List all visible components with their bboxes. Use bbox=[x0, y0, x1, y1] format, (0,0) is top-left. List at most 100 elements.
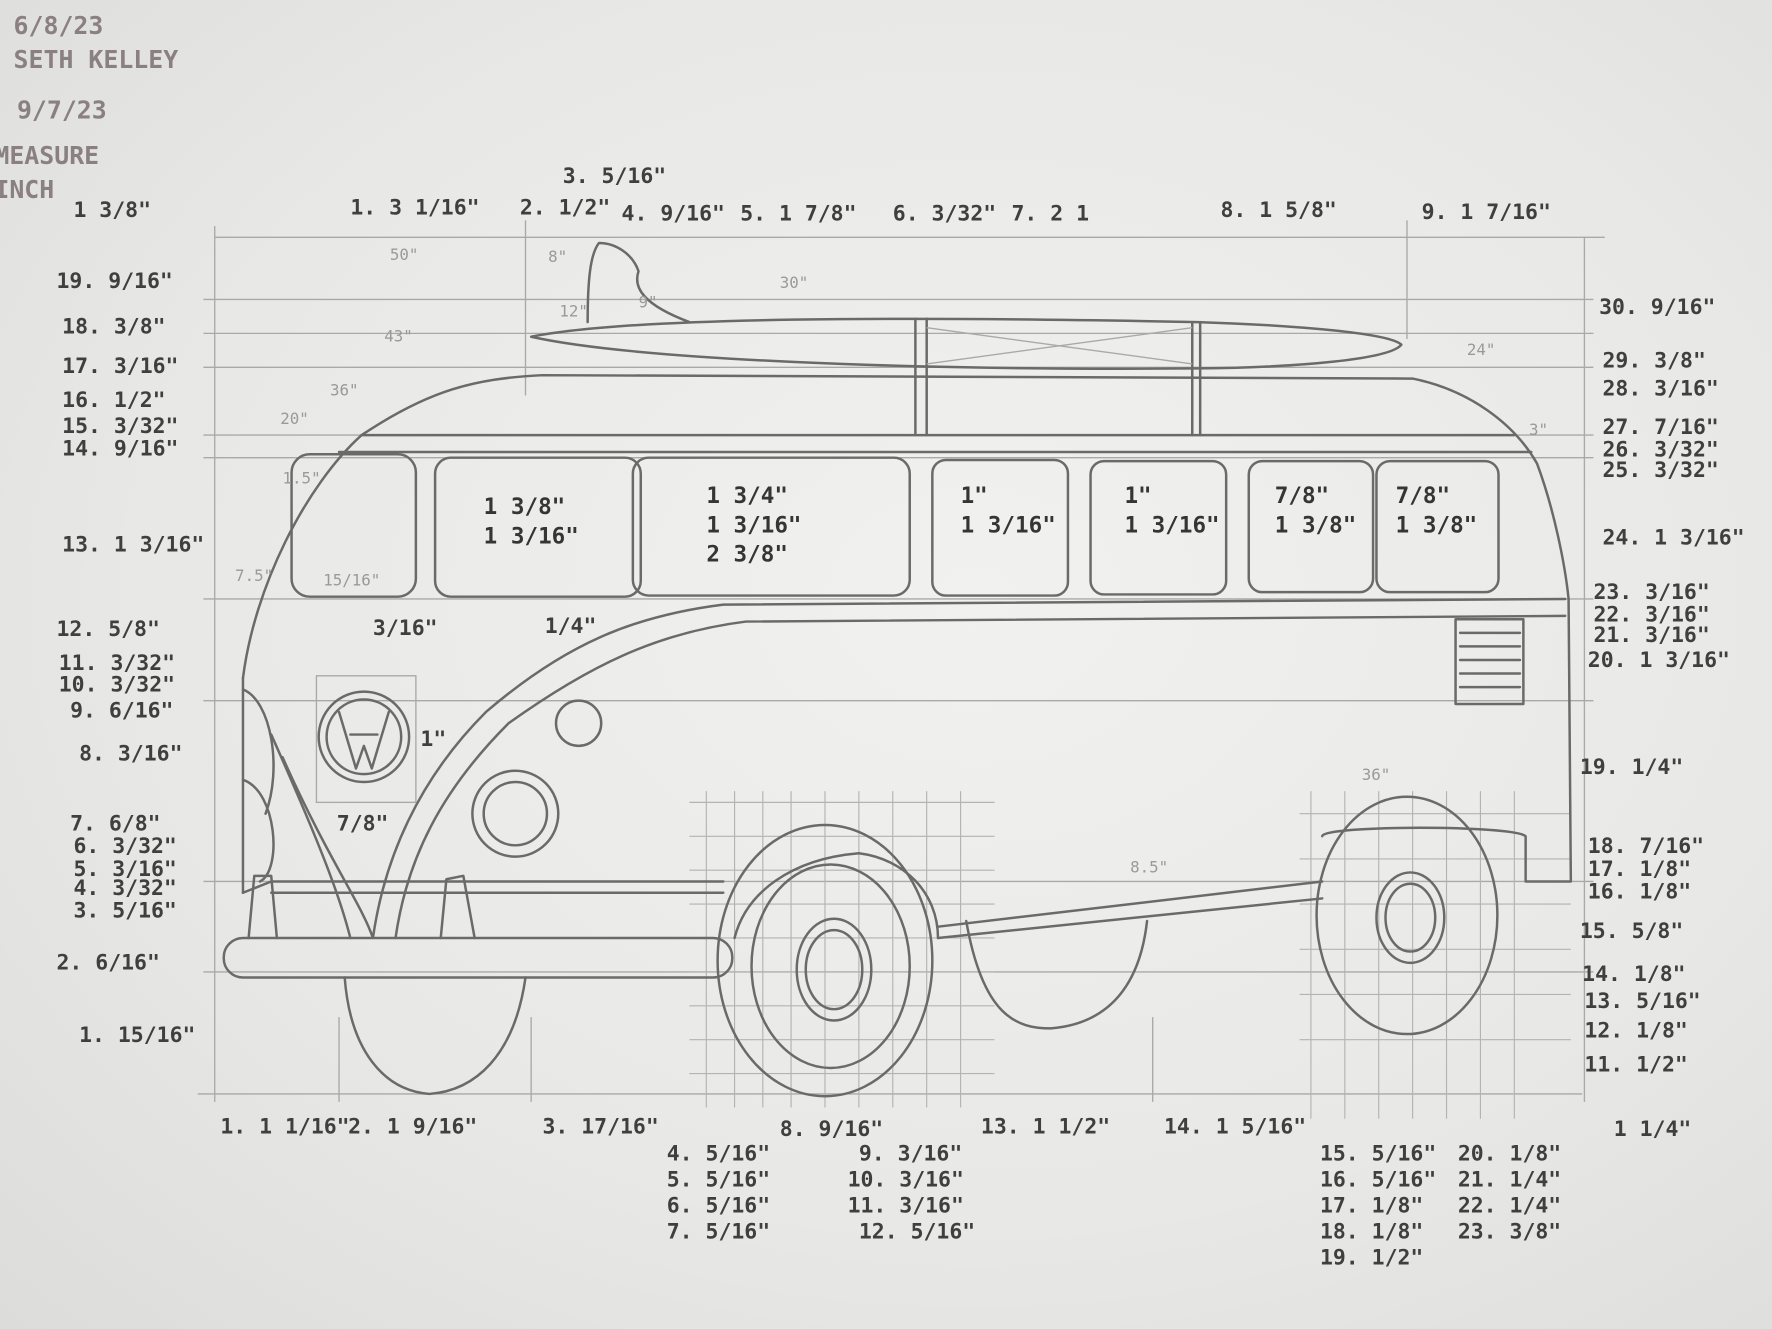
right-dimension-label: 30. 9/16" bbox=[1599, 295, 1715, 320]
top-dimension-label: 9. 1 7/16" bbox=[1422, 200, 1551, 225]
window-dimension-label: 2 3/8" bbox=[706, 542, 788, 568]
bottom-dimension-label: 20. 1/8" bbox=[1458, 1142, 1561, 1167]
top-dimension-label: 1. 3 1/16" bbox=[350, 196, 479, 221]
left-dimension-label: 12. 5/8" bbox=[57, 617, 160, 642]
bottom-dimension-label: 6. 5/16" bbox=[667, 1194, 770, 1219]
bottom-dimension-label: 10. 3/16" bbox=[848, 1168, 964, 1193]
bottom-dimension-label: 12. 5/16" bbox=[859, 1220, 975, 1245]
emblem-label: 7/8" bbox=[337, 812, 389, 837]
bottom-dimension-label: 1 1/4" bbox=[1614, 1117, 1692, 1142]
window-dimension-label: 1 3/8" bbox=[1396, 512, 1478, 538]
date-created: 6/8/23 bbox=[14, 11, 104, 40]
right-dimension-label: 29. 3/8" bbox=[1602, 348, 1705, 373]
bottom-dimension-label: 16. 5/16" bbox=[1320, 1168, 1436, 1193]
right-dimension-label: 22. 3/16" bbox=[1593, 603, 1709, 628]
window-dimension-label: 1" bbox=[961, 483, 988, 509]
left-dimension-label: 16. 1/2" bbox=[62, 388, 165, 413]
pillar-label-2: 1/4" bbox=[545, 614, 597, 639]
faint-dimension-note: 8" bbox=[548, 247, 567, 266]
top-dimension-label: 6. 3/32" bbox=[893, 201, 996, 226]
faint-dimension-note: 20" bbox=[280, 409, 309, 428]
wheel-grid-front bbox=[689, 791, 995, 1108]
right-dimension-label: 12. 1/8" bbox=[1584, 1018, 1687, 1043]
left-dimension-label: 5. 3/16" bbox=[73, 857, 176, 882]
bottom-dimension-label: 2. 1 9/16" bbox=[348, 1114, 477, 1139]
right-dimension-label: 28. 3/16" bbox=[1602, 377, 1718, 402]
left-dimension-label: 13. 1 3/16" bbox=[62, 532, 204, 557]
rear-wheel bbox=[1315, 795, 1499, 1036]
left-dimension-label: 6. 3/32" bbox=[73, 834, 176, 859]
misc-labels: 3/16" 1/4" 1" 7/8" 15/16" bbox=[323, 570, 596, 836]
bottom-dimension-label: 5. 5/16" bbox=[667, 1168, 770, 1193]
front-wheel bbox=[343, 823, 934, 1098]
right-dimension-label: 13. 5/16" bbox=[1584, 989, 1700, 1014]
window-dimension-labels: 1 3/8" 1 3/16" 1 3/4" 1 3/16" 2 3/8" 1" 1 3/16… bbox=[484, 483, 1478, 568]
left-dimension-label: 14. 9/16" bbox=[62, 436, 178, 461]
right-dimension-label: 21. 3/16" bbox=[1593, 623, 1709, 648]
author-name: SETH KELLEY bbox=[14, 45, 179, 74]
indicator-light bbox=[554, 699, 603, 748]
windows bbox=[290, 453, 1500, 598]
surfboard bbox=[529, 241, 1403, 437]
window-dimension-label: 1 3/8" bbox=[484, 494, 566, 520]
faint-dimension-note: 8.5" bbox=[1130, 857, 1168, 876]
right-dimension-label: 18. 7/16" bbox=[1588, 834, 1704, 859]
left-dimension-label: 2. 6/16" bbox=[57, 951, 160, 976]
window-dimension-label: 1 3/16" bbox=[706, 512, 801, 538]
top-dimension-label: 2. 1/2" bbox=[520, 196, 610, 221]
title-block: 6/8/23 SETH KELLEY 9/7/23 MEASURE INCH 1… bbox=[0, 11, 178, 223]
left-dimension-label: 1. 15/16" bbox=[79, 1023, 195, 1048]
right-dimension-label: 20. 1 3/16" bbox=[1588, 648, 1730, 673]
right-dimension-label: 14. 1/8" bbox=[1582, 962, 1685, 987]
top-dimension-label: 5. 1 7/8" bbox=[740, 201, 856, 226]
window-dimension-label: 1 3/16" bbox=[1124, 512, 1219, 538]
left-dimension-label: 8. 3/16" bbox=[79, 742, 182, 767]
right-dimension-label: 11. 1/2" bbox=[1584, 1052, 1687, 1077]
left-dimension-label: 18. 3/8" bbox=[62, 314, 165, 339]
headlight bbox=[471, 769, 560, 858]
left-dimension-label: 9. 6/16" bbox=[70, 699, 173, 724]
pillar-label-1: 3/16" bbox=[373, 616, 438, 641]
right-dimension-label: 17. 1/8" bbox=[1588, 857, 1691, 882]
bottom-dimension-label: 17. 1/8" bbox=[1320, 1194, 1423, 1219]
faint-dimension-note: 50" bbox=[390, 245, 419, 264]
bottom-dimension-label: 21. 1/4" bbox=[1458, 1168, 1561, 1193]
window-dimension-label: 1" bbox=[1124, 483, 1151, 509]
bottom-dimension-label: 8. 9/16" bbox=[780, 1117, 883, 1142]
left-dimension-label: 15. 3/32" bbox=[62, 414, 178, 439]
bottom-dimension-label: 7. 5/16" bbox=[667, 1220, 770, 1245]
window-dimension-label: 7/8" bbox=[1275, 483, 1329, 509]
window-dimension-label: 1 3/16" bbox=[961, 512, 1056, 538]
left-dimension-label: 7. 6/8" bbox=[70, 812, 160, 837]
bottom-dimension-label: 4. 5/16" bbox=[667, 1142, 770, 1167]
bottom-dimension-label: 23. 3/8" bbox=[1458, 1220, 1561, 1245]
bottom-dimension-label: 22. 1/4" bbox=[1458, 1194, 1561, 1219]
top-dimension-label: 4. 9/16" bbox=[622, 201, 725, 226]
left-dimension-label: 17. 3/16" bbox=[62, 354, 178, 379]
unit-label: INCH bbox=[0, 175, 54, 204]
bottom-dimension-label: 13. 1 1/2" bbox=[981, 1114, 1110, 1139]
date-revised: 9/7/23 bbox=[17, 96, 107, 125]
left-dimension-label: 3. 5/16" bbox=[73, 899, 176, 924]
right-dimension-label: 24. 1 3/16" bbox=[1602, 526, 1744, 551]
top-left-value: 1 3/8" bbox=[73, 198, 151, 223]
faint-dimension-note: 30" bbox=[780, 273, 809, 292]
bottom-dimension-label: 9. 3/16" bbox=[859, 1142, 962, 1167]
bumper bbox=[222, 874, 734, 979]
bottom-dimension-label: 19. 1/2" bbox=[1320, 1246, 1423, 1271]
left-dimension-label: 19. 9/16" bbox=[57, 269, 173, 294]
faint-dimension-note: 24" bbox=[1467, 340, 1496, 359]
wheel-grid-rear bbox=[1299, 791, 1571, 1119]
window-dimension-label: 1 3/4" bbox=[706, 483, 788, 509]
left-dimension-label: 10. 3/32" bbox=[59, 673, 175, 698]
right-dimension-label: 26. 3/32" bbox=[1602, 438, 1718, 463]
top-dimension-label: 8. 1 5/8" bbox=[1221, 198, 1337, 223]
top-dimension-label: 7. 2 1 bbox=[1011, 201, 1089, 226]
right-dimension-label: 25. 3/32" bbox=[1602, 458, 1718, 483]
faint-dimension-note: 43" bbox=[384, 326, 413, 345]
measure-label: MEASURE bbox=[0, 141, 99, 170]
top-dimension-labels: 3. 5/16"1. 3 1/16"2. 1/2"4. 9/16"5. 1 7/… bbox=[350, 164, 1551, 226]
faint-dimension-note: 1.5" bbox=[283, 469, 321, 488]
